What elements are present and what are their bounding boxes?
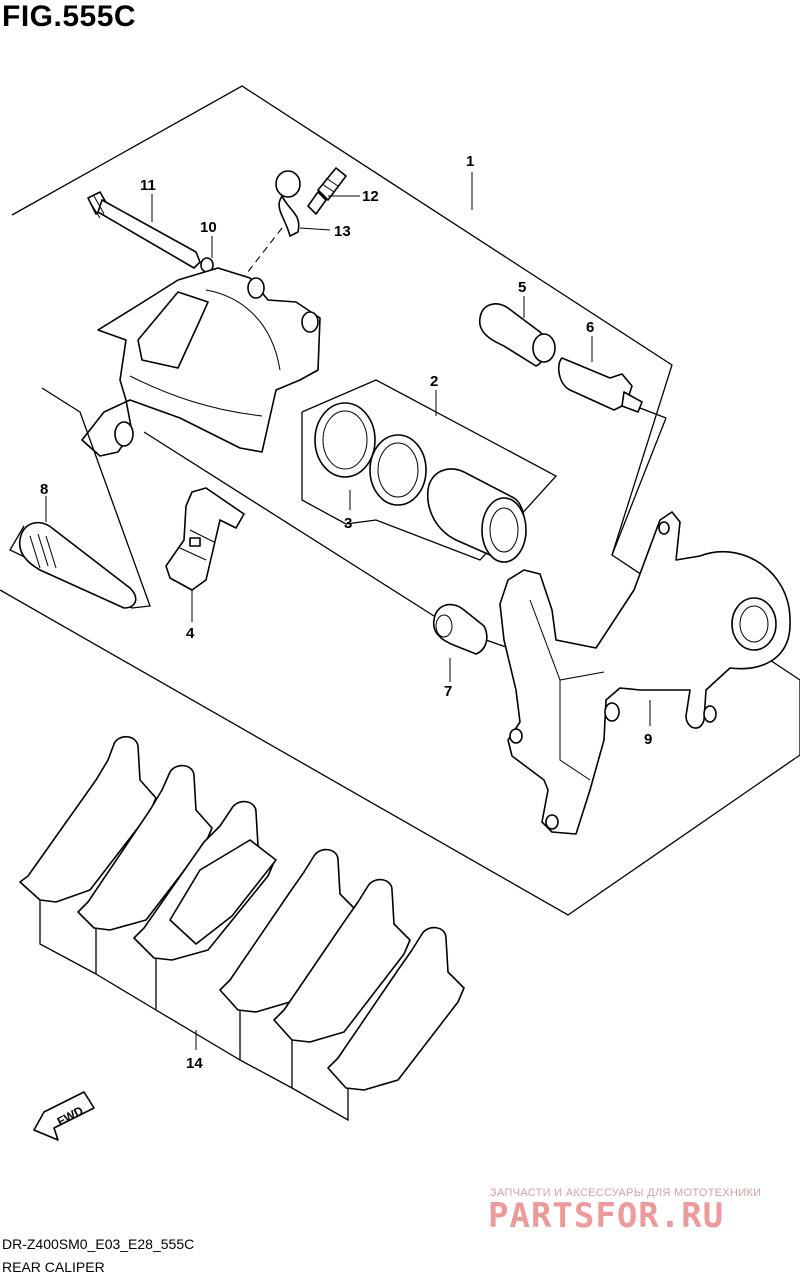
- part-6-slide-pin: [557, 357, 643, 413]
- callout-9: 9: [644, 731, 652, 748]
- part-14-brake-pads: [19, 735, 465, 1122]
- watermark-tagline: ЗАПЧАСТИ И АКСЕССУАРЫ ДЛЯ МОТОТЕХНИКИ: [490, 1187, 762, 1199]
- callout-12: 12: [362, 188, 379, 205]
- figure-title: FIG.555C: [2, 0, 137, 33]
- part-1-caliper-body: [81, 267, 321, 457]
- guide-line-bleeder: [239, 227, 283, 283]
- callout-13: 13: [334, 223, 351, 240]
- part-3-seals: [314, 402, 427, 506]
- watermark-brand: PARTSFOR.RU: [488, 1196, 725, 1236]
- callout-7: 7: [444, 683, 452, 700]
- callout-11: 11: [140, 177, 156, 194]
- piston-group-outline: [301, 379, 558, 561]
- part-9-bracket: [499, 511, 791, 835]
- part-12-bleeder-valve: [307, 167, 347, 215]
- callout-leaders: [45, 172, 651, 1050]
- guide-line-9: [611, 417, 667, 556]
- callout-14: 14: [186, 1055, 203, 1072]
- part-7-bushing: [432, 603, 488, 655]
- callout-6: 6: [586, 319, 594, 336]
- part-13-bleeder-cap: [275, 170, 301, 237]
- model-code: DR-Z400SM0_E03_E28_555C: [2, 1236, 195, 1252]
- fwd-arrow-icon: FWD: [33, 1091, 95, 1141]
- part-8-slide-pin: [9, 387, 151, 609]
- callout-3: 3: [344, 515, 352, 532]
- part-11-pin: [87, 191, 201, 269]
- part-5-boot: [478, 303, 556, 367]
- callout-10: 10: [200, 219, 217, 236]
- callout-5: 5: [518, 279, 526, 296]
- guide-line-7: [143, 431, 435, 617]
- figure-caption: REAR CALIPER: [2, 1259, 105, 1275]
- part-4-pad-spring: [165, 487, 245, 591]
- guide-line-6: [639, 407, 667, 419]
- callout-1: 1: [466, 153, 474, 170]
- callout-4: 4: [186, 625, 195, 642]
- part-2-piston: [426, 468, 527, 563]
- callout-2: 2: [430, 373, 438, 390]
- callout-8: 8: [40, 481, 48, 498]
